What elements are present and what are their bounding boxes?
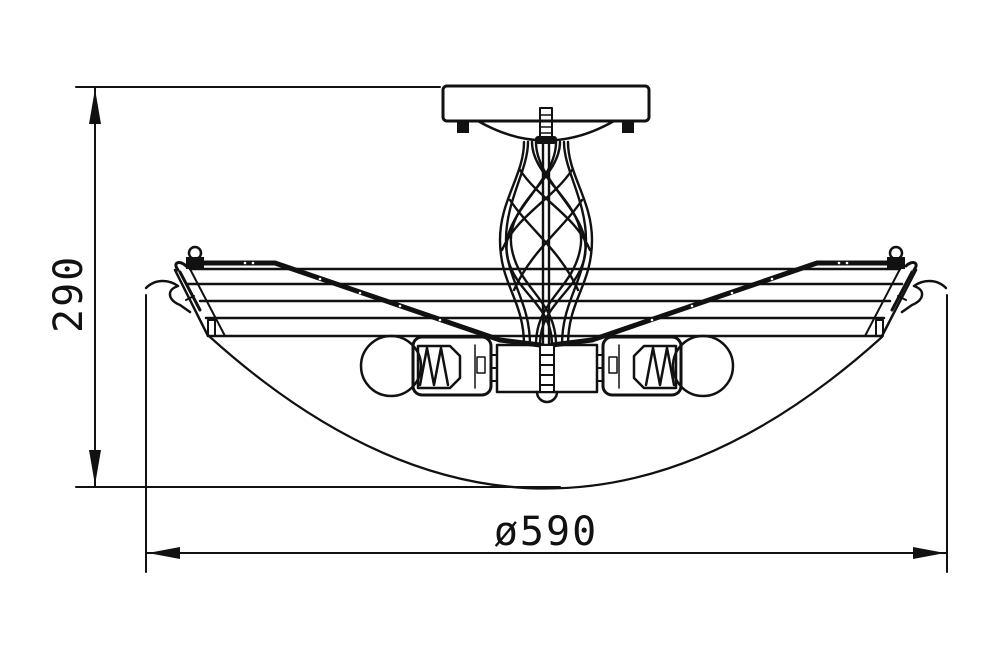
arrow-down-icon	[89, 450, 101, 485]
center-hub	[495, 343, 599, 404]
suspension-arms	[192, 260, 900, 348]
left-lamp-holder	[411, 335, 498, 397]
arrow-left-icon	[148, 547, 180, 559]
left-bracket	[144, 245, 216, 337]
diameter-label: ø590	[494, 509, 598, 555]
ceiling-canopy	[441, 84, 651, 144]
bowl-shade	[208, 335, 884, 490]
right-bracket	[875, 245, 948, 337]
shade-rim	[173, 267, 918, 338]
arrow-right-icon	[913, 547, 945, 559]
height-label: 290	[46, 255, 92, 333]
left-bulb	[359, 334, 423, 398]
right-bulb	[671, 334, 735, 398]
height-dimension: 290	[46, 86, 561, 488]
spiral-stem	[498, 138, 594, 347]
diameter-dimension: ø590	[145, 294, 948, 573]
arrow-up-icon	[89, 89, 101, 124]
right-lamp-holder	[596, 335, 683, 397]
